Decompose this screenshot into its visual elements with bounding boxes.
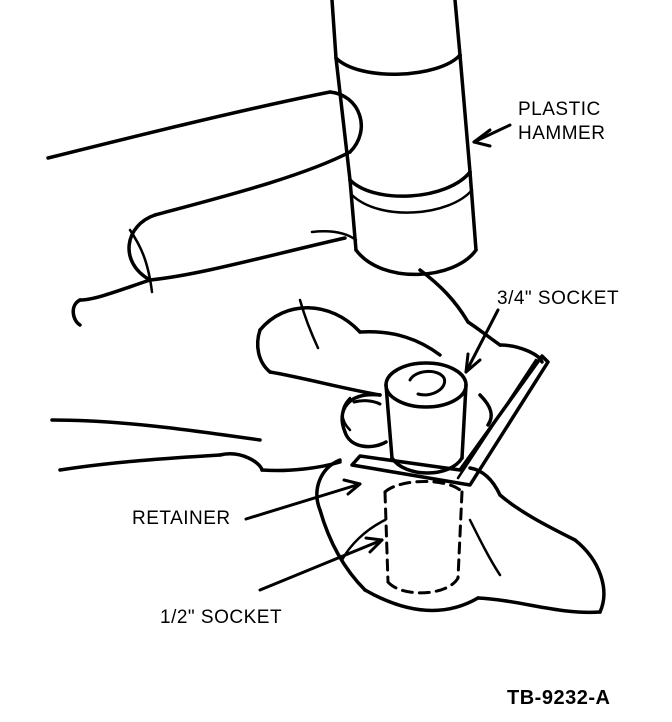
hand-upper: [46, 90, 470, 327]
leader-socket-34: [464, 308, 500, 374]
figure-id: TB-9232-A: [507, 687, 611, 709]
label-socket-34: 3/4" SOCKET: [497, 288, 620, 309]
socket-34: [384, 361, 468, 475]
label-plastic-hammer-line2: HAMMER: [518, 123, 606, 144]
label-plastic-hammer-line1: PLASTIC: [518, 99, 601, 120]
label-retainer: RETAINER: [132, 508, 231, 529]
plastic-hammer: [330, 0, 478, 277]
rag: [315, 458, 606, 615]
leader-plastic-hammer: [472, 123, 512, 148]
leader-retainer: [244, 478, 362, 521]
label-socket-12: 1/2" SOCKET: [160, 607, 283, 628]
retainer: [350, 354, 550, 487]
socket-12-hidden: [383, 480, 464, 595]
leader-socket-12: [258, 536, 384, 592]
hand-lower: [50, 298, 544, 473]
